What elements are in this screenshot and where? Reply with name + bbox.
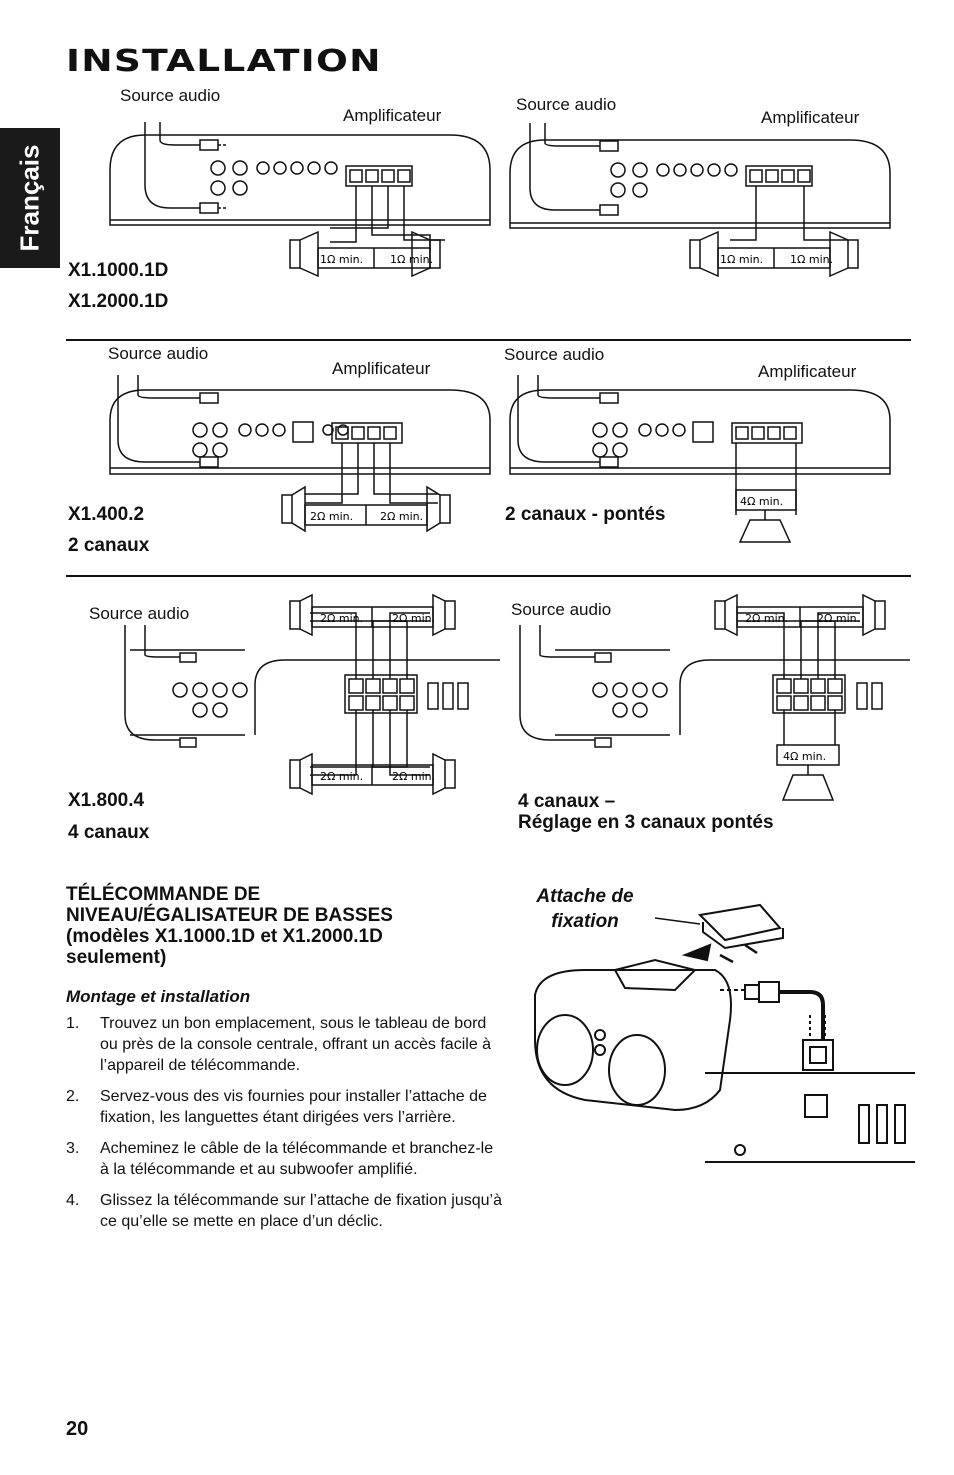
mono-wiring-diagram-left: 1Ω min. 1Ω min. [109, 122, 491, 278]
bracket-label: Attache de fixation [520, 884, 650, 934]
impedance-label: 1Ω min. [390, 253, 433, 266]
source-audio-label: Source audio [89, 604, 190, 623]
model-name: X1.2000.1D [68, 291, 169, 312]
three-channel-caption: 4 canaux – [518, 791, 616, 812]
model-name: X1.1000.1D [68, 260, 169, 281]
two-channel-bridged-diagram: 4Ω min. [509, 375, 891, 543]
impedance-label: 2Ω min. [310, 510, 353, 523]
page-number: 20 [66, 1418, 89, 1440]
impedance-label: 4Ω min. [783, 750, 826, 763]
model-channels: 4 canaux [68, 822, 150, 843]
section-title: Installation [66, 44, 382, 79]
source-audio-label: Source audio [108, 344, 209, 363]
step-text: Acheminez le câble de la télécommande et… [100, 1140, 494, 1178]
step-text: Glissez la télécommande sur l’attache de… [100, 1192, 502, 1230]
list-item: 2. Servez-vous des vis fournies pour inst… [66, 1086, 506, 1128]
bracket-label-line: fixation [551, 911, 619, 932]
step-number: 3. [66, 1140, 80, 1157]
language-tab: Français [0, 128, 60, 268]
three-channel-caption: Réglage en 3 canaux pontés [518, 812, 774, 833]
list-item: 4. Glissez la télécommande sur l’attache … [66, 1190, 506, 1232]
remote-subheading: Montage et installation [66, 987, 251, 1006]
mono-wiring-diagram-right: 1Ω min. 1Ω min. [509, 123, 891, 278]
amplifier-label: Amplificateur [761, 108, 860, 127]
step-number: 1. [66, 1015, 80, 1032]
installation-steps: 1. Trouvez un bon emplacement, sous le ta… [66, 1013, 506, 1242]
divider [66, 339, 911, 341]
remote-mounting-illustration [534, 903, 915, 1163]
divider [66, 575, 911, 577]
remote-title: TÉLÉCOMMANDE DE NIVEAU/ÉGALISATEUR DE BA… [66, 884, 506, 968]
bridged-caption: 2 canaux - pontés [505, 504, 666, 525]
source-audio-label: Source audio [511, 600, 612, 619]
impedance-label: 4Ω min. [740, 495, 783, 508]
amplifier-label: Amplificateur [343, 106, 442, 125]
impedance-label: 2Ω min. [745, 612, 788, 625]
remote-title-line: NIVEAU/ÉGALISATEUR DE BASSES [66, 905, 393, 926]
list-item: 3. Acheminez le câble de la télécommande … [66, 1138, 506, 1180]
list-item: 1. Trouvez un bon emplacement, sous le ta… [66, 1013, 506, 1076]
two-channel-wiring-diagram: 2Ω min. 2Ω min. [109, 375, 491, 533]
amplifier-label: Amplificateur [332, 359, 431, 378]
amplifier-label: Amplificateur [758, 362, 857, 381]
four-channel-three-bridged-diagram: 2Ω min. 2Ω min. 4Ω min. [519, 593, 910, 801]
step-text: Servez-vous des vis fournies pour instal… [100, 1088, 487, 1126]
step-number: 4. [66, 1192, 80, 1209]
source-audio-label: Source audio [120, 86, 221, 105]
remote-title-line: (modèles X1.1000.1D et X1.2000.1D [66, 926, 383, 947]
impedance-label: 2Ω min. [392, 612, 435, 625]
impedance-label: 2Ω min. [320, 770, 363, 783]
four-channel-wiring-diagram: 2Ω min. 2Ω min. 2Ω min. 2Ω min. [124, 593, 500, 796]
model-name: X1.800.4 [68, 790, 145, 811]
impedance-label: 2Ω min. [817, 612, 860, 625]
impedance-label: 2Ω min. [392, 770, 435, 783]
step-number: 2. [66, 1088, 80, 1105]
model-name: X1.400.2 [68, 504, 145, 525]
impedance-label: 2Ω min. [380, 510, 423, 523]
source-audio-label: Source audio [516, 95, 617, 114]
step-text: Trouvez un bon emplacement, sous le tabl… [100, 1015, 492, 1074]
impedance-label: 2Ω min. [320, 612, 363, 625]
impedance-label: 1Ω min. [320, 253, 363, 266]
model-channels: 2 canaux [68, 535, 150, 556]
bracket-label-line: Attache de [536, 886, 634, 907]
impedance-label: 1Ω min. [790, 253, 833, 266]
remote-title-line: seulement) [66, 947, 167, 968]
remote-title-line: TÉLÉCOMMANDE DE [66, 884, 261, 905]
impedance-label: 1Ω min. [720, 253, 763, 266]
source-audio-label: Source audio [504, 345, 605, 364]
language-tab-label: Français [14, 144, 45, 252]
